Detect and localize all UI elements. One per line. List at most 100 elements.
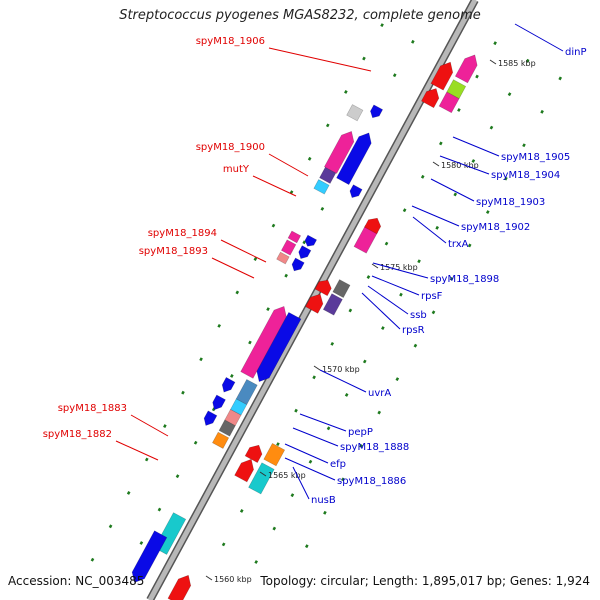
lane-dot	[181, 390, 185, 395]
lane-dot	[323, 510, 327, 515]
leader-line	[252, 175, 297, 197]
gene-label: spyM18_1882	[43, 429, 112, 440]
gene-label: spyM18_1902	[461, 222, 530, 233]
gene-label: nusB	[311, 495, 336, 506]
leader-line	[371, 275, 420, 296]
lane-dot	[475, 74, 479, 79]
gene-arrow	[244, 444, 263, 463]
kbp-tick-label: 1575 kbp	[380, 263, 418, 272]
lane-dot	[558, 76, 563, 81]
lane-dot	[239, 509, 244, 513]
kbp-tick-label: 1560 kbp	[214, 575, 252, 584]
lane-dot	[230, 374, 234, 378]
lane-dot	[272, 526, 277, 531]
lane-dot	[435, 225, 439, 230]
kbp-ticks: 1585 kbp 1580 kbp 1575 kbp 1570 kbp 1565 kbp…	[205, 59, 536, 584]
kbp-tick-label: 1570 kbp	[322, 365, 360, 374]
lane-dot	[395, 377, 400, 382]
leader-line	[430, 178, 475, 202]
gene-arrow	[314, 279, 332, 297]
gene-arrow	[212, 394, 226, 411]
lane-dot	[344, 393, 349, 397]
lane-dot	[525, 58, 530, 63]
gene-arrow	[167, 574, 192, 600]
map-title: Streptococcus pyogenes MGAS8232, complet…	[119, 8, 481, 23]
gene-arrow	[322, 293, 343, 316]
leader-line	[268, 47, 372, 72]
lane-dot	[325, 123, 330, 128]
kbp-tick-label: 1585 kbp	[498, 59, 536, 68]
leader-line	[284, 443, 329, 464]
gene-arrow	[291, 257, 305, 272]
leader-line	[412, 216, 447, 244]
gene-arrow	[336, 132, 372, 185]
kbp-tick-label: 1580 kbp	[441, 161, 479, 170]
leader-line	[411, 205, 460, 227]
lane-dot	[307, 156, 312, 161]
gene-arrow	[446, 79, 467, 100]
gene-arrow	[305, 293, 324, 314]
lane-dot	[384, 241, 389, 246]
gene-label: spyM18_1894	[148, 228, 217, 239]
gene-label: pepP	[348, 427, 373, 438]
gene-arrow	[131, 530, 168, 583]
leader-line	[514, 23, 564, 52]
lane-dot	[290, 493, 295, 498]
gene-arrow	[313, 179, 330, 195]
leader-line	[115, 440, 159, 461]
lane-dot	[380, 23, 384, 28]
lane-dot	[504, 176, 508, 181]
kbp-tick	[432, 161, 440, 167]
leader-line	[292, 466, 310, 500]
gene-arrow	[212, 431, 230, 449]
gene-label: spyM18_1900	[196, 142, 265, 153]
lane-dot	[453, 192, 458, 197]
gene-label: rpsR	[402, 325, 425, 336]
lane-dot	[522, 143, 526, 148]
kbp-tick	[259, 471, 267, 477]
lane-dot	[330, 341, 335, 346]
gene-label: spyM18_1905	[501, 152, 570, 163]
topology-text: Topology: circular; Length: 1,895,017 bp…	[260, 574, 590, 588]
lane-dot	[126, 491, 131, 495]
gene-arrow	[230, 398, 248, 416]
lane-dot	[221, 542, 226, 547]
lane-dot	[217, 323, 221, 328]
leader-line	[284, 457, 336, 481]
lane-dot	[344, 90, 348, 94]
gene-arrow	[438, 91, 460, 114]
gene-arrow	[370, 104, 384, 119]
label-leaders	[115, 23, 564, 500]
gene-arrow	[240, 305, 287, 379]
lane-dot	[489, 125, 494, 130]
gene-label: spyM18_1903	[476, 197, 545, 208]
lane-dot	[402, 208, 407, 213]
lane-dot	[507, 92, 512, 97]
gene-arrow	[287, 230, 302, 244]
leader-line	[367, 285, 409, 315]
tick-lanes	[90, 23, 563, 564]
lane-dot	[266, 307, 270, 312]
lane-dot	[413, 343, 418, 348]
kbp-tick	[489, 59, 497, 65]
gene-label: spyM18_1886	[337, 476, 406, 487]
lane-dot	[540, 109, 544, 114]
gene-label: spyM18_1906	[196, 36, 265, 47]
lane-dot	[359, 444, 363, 448]
gene-arrow	[454, 54, 478, 84]
gene-label: spyM18_1893	[139, 246, 208, 257]
gene-arrow	[323, 131, 355, 174]
lane-dot	[199, 357, 203, 362]
lane-dot	[163, 424, 167, 429]
lane-dot	[144, 457, 149, 462]
lane-dot	[294, 408, 298, 413]
leader-line	[361, 292, 401, 330]
gene-arrow	[263, 442, 286, 467]
lane-dot	[271, 223, 276, 228]
kbp-tick-label: 1565 kbp	[268, 471, 306, 480]
gene-arrow	[332, 279, 351, 299]
lane-dot	[108, 524, 113, 529]
leader-line	[130, 414, 169, 437]
lane-dot	[377, 410, 382, 415]
